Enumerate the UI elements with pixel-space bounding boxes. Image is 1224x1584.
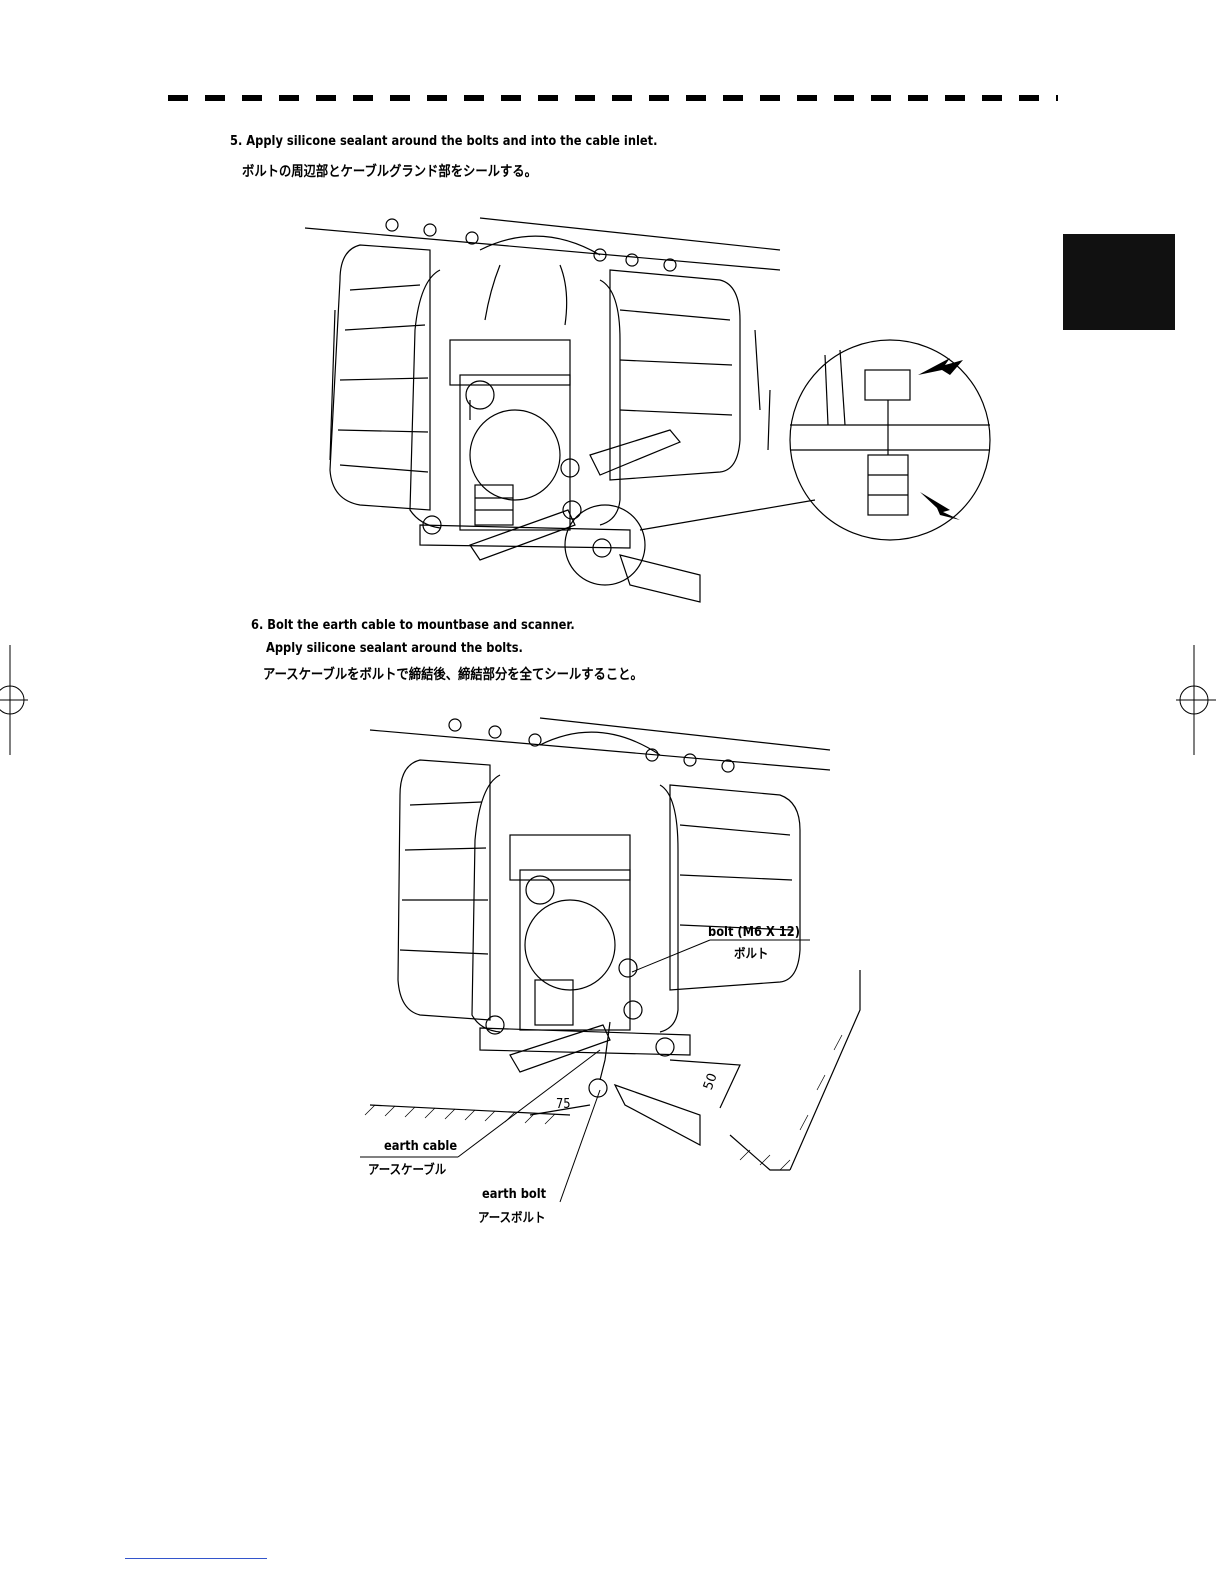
earth-bolt-label-en: earth bolt [482,1187,546,1202]
earth-cable-label-en: earth cable [384,1139,457,1154]
earth-bolt-label-jp: アースボルト [478,1207,545,1226]
bolt-label-jp: ボルト [734,943,768,962]
step6-instruction-en: 6. Bolt the earth cable to mountbase and… [251,618,575,633]
header-dash-rule [168,95,1058,101]
registration-mark-right [1176,645,1216,755]
dimension-75: 75 [556,1097,571,1112]
step6-instruction-jp: アースケーブルをボルトで締結後、締結部分を全てシールすること。 [263,664,643,684]
earth-cable-label-jp: アースケーブル [368,1159,446,1178]
figure-sealant-application [300,210,1000,610]
step5-instruction-en: 5. Apply silicone sealant around the bol… [230,134,657,149]
footer-rule [125,1558,267,1559]
step6-instruction-en-2: Apply silicone sealant around the bolts. [266,641,523,656]
bolt-label-en: bolt (M6 X 12) [708,925,800,940]
step5-instruction-jp: ボルトの周辺部とケーブルグランド部をシールする。 [242,161,537,181]
figure-earth-cable [360,710,860,1190]
chapter-tab [1063,234,1175,330]
registration-mark-left [0,645,34,755]
